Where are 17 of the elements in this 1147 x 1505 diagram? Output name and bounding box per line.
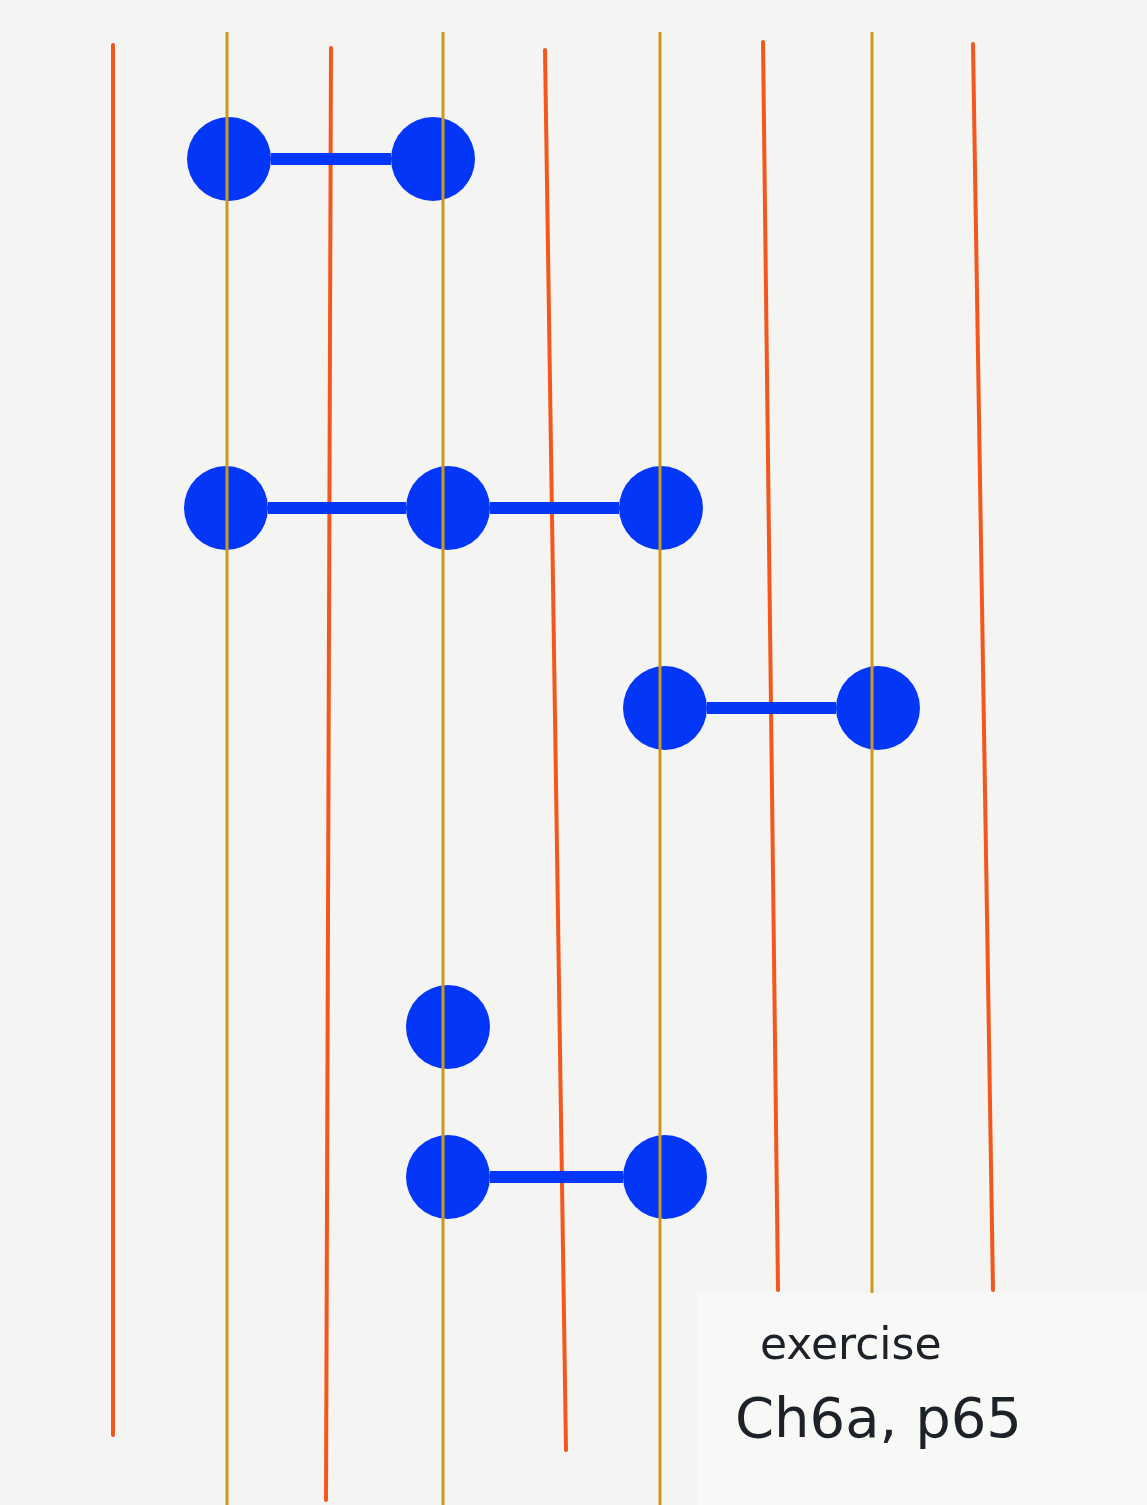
dot-circle	[406, 985, 490, 1069]
dot-circle	[391, 117, 475, 201]
connector-line	[490, 502, 619, 514]
connector-line	[707, 702, 836, 714]
dot-circle	[836, 666, 920, 750]
connector-line	[268, 502, 406, 514]
connector-line	[490, 1171, 623, 1183]
dot-circle	[619, 466, 703, 550]
dot-circle	[406, 466, 490, 550]
dot-circle	[623, 1135, 707, 1219]
handwritten-note: exercise	[760, 1318, 942, 1369]
dot-circle	[184, 466, 268, 550]
handwritten-note: Ch6a, p65	[735, 1385, 1022, 1450]
dot-circle	[623, 666, 707, 750]
dot-circle	[406, 1135, 490, 1219]
dot-circle	[187, 117, 271, 201]
connector-line	[271, 153, 391, 165]
